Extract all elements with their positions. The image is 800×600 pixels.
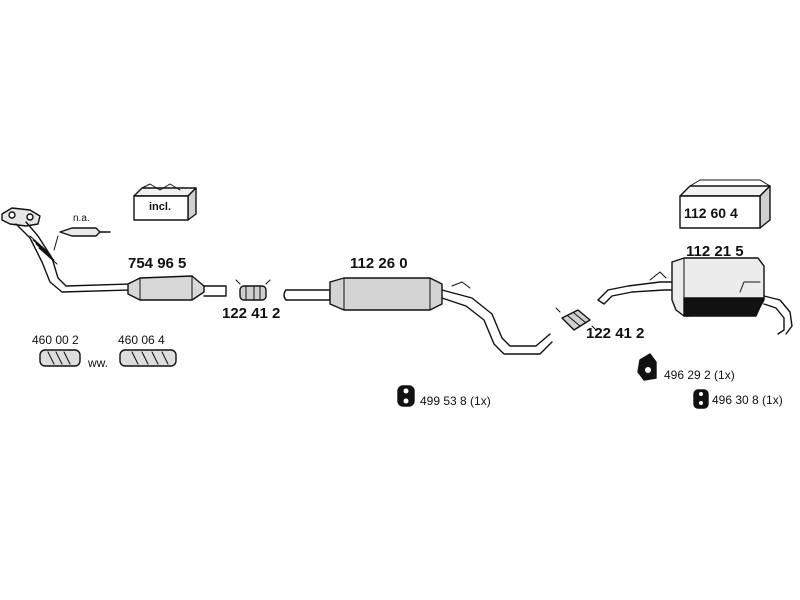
hanger-rear-b [693,389,709,409]
mounting-kit-box [679,179,771,229]
flex-pipe-b-part-number: 460 06 4 [118,333,165,347]
hanger-middle-part-number: 499 53 8 (1x) [420,394,491,408]
mounting-kit-part-number: 112 60 4 [684,205,738,221]
rear-silencer-part-number: 112 21 5 [686,243,744,260]
alternative-label: ww. [88,356,109,370]
hanger-rear-a-part-number: 496 29 2 (1x) [664,368,735,382]
downpipe-with-catalyst [1,207,227,301]
front-clamp-part-number: 122 41 2 [222,305,281,322]
flex-pipe-b [119,349,177,367]
rear-clamp-part-number: 122 41 2 [586,325,645,342]
middle-silencer [283,277,553,355]
flex-pipe-a-part-number: 460 00 2 [32,333,79,347]
middle-silencer-part-number: 112 26 0 [350,255,408,272]
rear-clamp [555,307,597,331]
sensor-note-label: n.a. [73,213,90,224]
rear-silencer [597,257,793,335]
hanger-middle [397,385,415,407]
hanger-rear-b-part-number: 496 30 8 (1x) [712,393,783,407]
included-kit-box [133,183,197,221]
flex-pipe-a [39,349,81,367]
front-clamp [235,279,271,301]
included-kit-label: incl. [149,201,172,213]
hanger-rear-a [637,353,657,381]
downpipe-catalyst-part-number: 754 96 5 [128,255,187,272]
